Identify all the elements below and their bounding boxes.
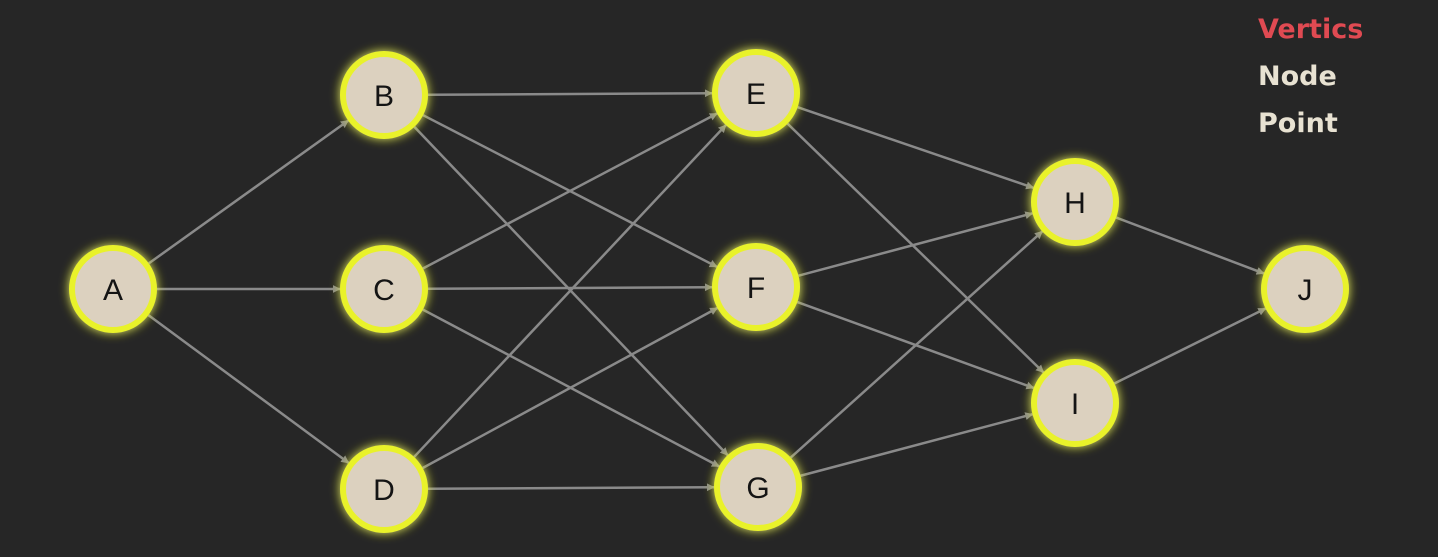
node-circle — [340, 51, 428, 139]
node-circle — [340, 245, 428, 333]
node-h: H — [1031, 158, 1119, 246]
edge-e-i — [786, 122, 1045, 374]
node-b: B — [340, 51, 428, 139]
node-label: E — [746, 78, 766, 111]
node-label: I — [1071, 388, 1079, 421]
edge-b-e — [427, 89, 713, 98]
edge-d-e — [413, 124, 727, 458]
legend: Vertics Node Point — [1258, 6, 1363, 147]
node-label: B — [374, 80, 394, 113]
node-label: C — [373, 274, 395, 307]
legend-item-vertics: Vertics — [1258, 14, 1364, 45]
node-d: D — [340, 445, 428, 533]
node-e: E — [712, 49, 800, 137]
node-a: A — [69, 245, 157, 333]
node-circle — [714, 443, 802, 531]
edge-c-e — [422, 112, 718, 270]
node-circle — [1031, 158, 1119, 246]
node-label: J — [1298, 274, 1313, 307]
edge-g-h — [789, 230, 1044, 459]
node-circle — [1031, 359, 1119, 447]
edge-e-h — [797, 106, 1035, 190]
node-f: F — [712, 243, 800, 331]
node-circle — [1261, 245, 1349, 333]
nodes-group: A B C D E F G H I J — [69, 49, 1349, 533]
node-label: F — [747, 272, 765, 305]
edges-group — [147, 89, 1267, 492]
node-circle — [712, 49, 800, 137]
node-circle — [69, 245, 157, 333]
node-c: C — [340, 245, 428, 333]
edge-d-f — [422, 306, 719, 470]
legend-item-node: Node — [1258, 61, 1337, 92]
edge-i-j — [1113, 307, 1267, 385]
edge-a-b — [148, 119, 349, 265]
edge-h-j — [1115, 216, 1265, 275]
node-label: A — [103, 274, 123, 307]
node-j: J — [1261, 245, 1349, 333]
node-label: G — [746, 472, 769, 505]
edge-g-i — [800, 412, 1034, 477]
node-i: I — [1031, 359, 1119, 447]
legend-item-point: Point — [1258, 108, 1338, 139]
edge-d-g — [427, 483, 715, 492]
node-label: H — [1064, 187, 1086, 220]
node-circle — [712, 243, 800, 331]
edge-a-d — [147, 314, 350, 464]
node-circle — [340, 445, 428, 533]
edge-c-f — [427, 283, 713, 292]
node-g: G — [714, 443, 802, 531]
node-label: D — [373, 474, 395, 507]
edge-f-h — [798, 211, 1034, 277]
